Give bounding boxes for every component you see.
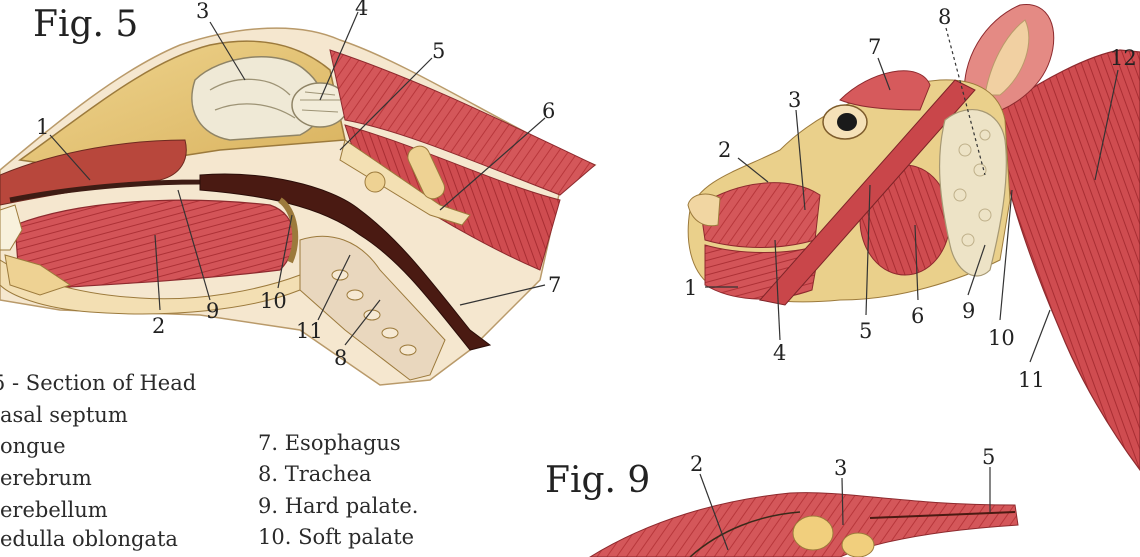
head-part-numbers: 1 2 3 4 5 6 7 8 9 10 11 12 (684, 5, 1137, 392)
fig5-section-drawing (0, 27, 597, 386)
head-label-1: 1 (684, 276, 697, 300)
fig5-label-6: 6 (542, 99, 555, 123)
fig9-leader-lines (699, 467, 991, 551)
fig5-label-3: 3 (196, 0, 209, 23)
fig5-part-numbers: 1 2 3 4 5 6 7 8 9 10 11 (36, 0, 561, 370)
fig5-label-8: 8 (334, 346, 347, 370)
fig5-label-2: 2 (152, 314, 165, 338)
head-label-7: 7 (868, 35, 881, 59)
fig9-label-5: 5 (982, 445, 995, 469)
fig9-part-numbers: 2 3 5 (690, 445, 995, 480)
head-label-9: 9 (962, 299, 975, 323)
fig5-label-4: 4 (355, 0, 368, 20)
fig9-drawing (589, 492, 1019, 557)
head-label-4: 4 (773, 341, 786, 365)
legend-item: 10. Soft palate (258, 525, 415, 549)
head-label-3: 3 (788, 88, 801, 112)
head-label-5: 5 (859, 319, 872, 343)
legend-item: 8. Trachea (258, 462, 372, 486)
legend-item: erebrum (0, 466, 92, 490)
fig5-leader-lines (49, 11, 546, 346)
legend-item: erebellum (0, 498, 108, 522)
fig5-label-9: 9 (206, 299, 219, 323)
head-muscle-drawing (687, 4, 1140, 472)
fig5-label-5: 5 (432, 39, 445, 63)
head-label-11: 11 (1018, 368, 1045, 392)
fig5-label-7: 7 (548, 273, 561, 297)
head-label-2: 2 (718, 138, 731, 162)
fig5-title: Fig. 5 (33, 4, 139, 45)
legend-item: 9. Hard palate. (258, 494, 419, 518)
head-label-12: 12 (1110, 46, 1137, 70)
legend-item: 5 - Section of Head (0, 371, 197, 395)
head-label-6: 6 (911, 304, 924, 328)
fig5-label-11: 11 (296, 319, 323, 343)
fig5-label-10: 10 (260, 289, 287, 313)
fig5-label-1: 1 (36, 115, 49, 139)
fig9-label-3: 3 (834, 456, 847, 480)
head-label-8: 8 (938, 5, 951, 29)
head-leader-lines (705, 27, 1119, 363)
legend-item: 7. Esophagus (258, 431, 401, 455)
legend-item: ongue (0, 434, 66, 458)
fig9-label-2: 2 (690, 452, 703, 476)
fig9-title: Fig. 9 (545, 460, 651, 501)
legend-item: edulla oblongata (0, 527, 178, 551)
head-label-10: 10 (988, 326, 1015, 350)
legend-item: asal septum (0, 403, 128, 427)
